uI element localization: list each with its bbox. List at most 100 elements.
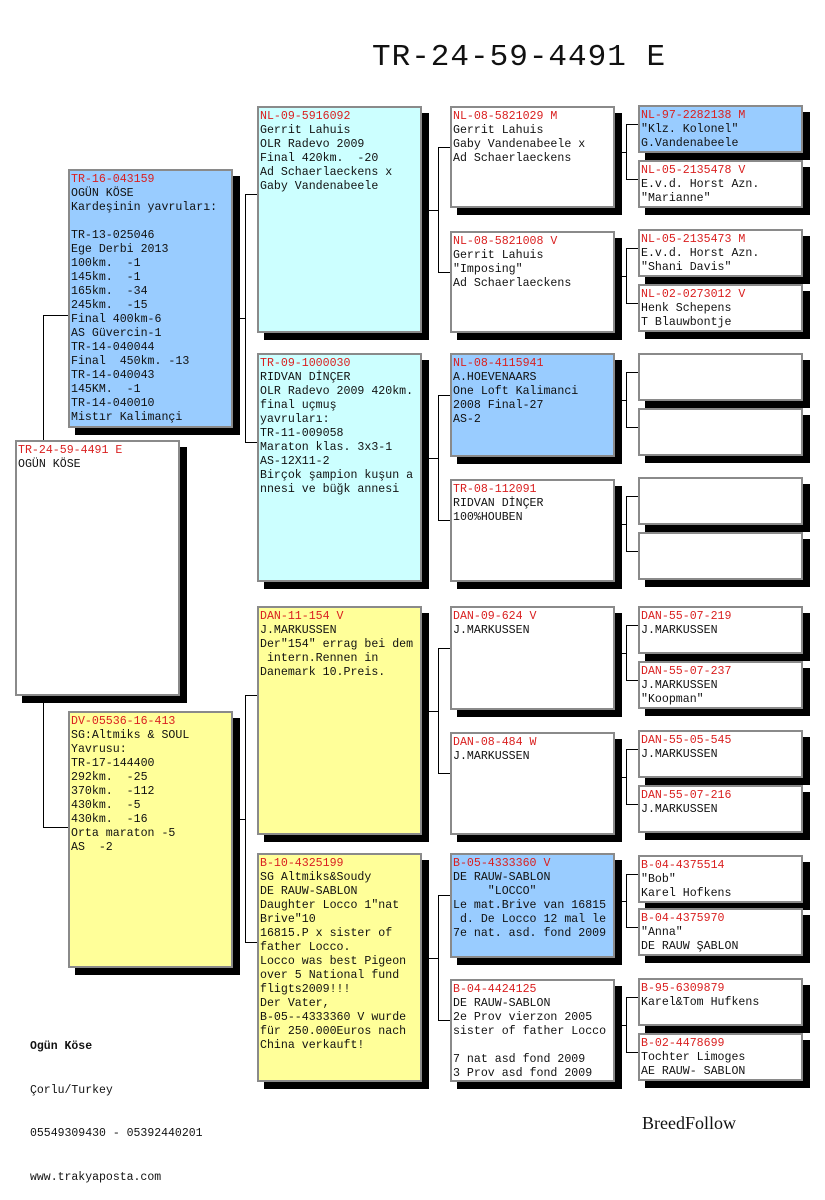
ring-number: NL-08-5821008 V bbox=[453, 235, 558, 248]
connector-line bbox=[245, 194, 246, 442]
pedigree-line: Locco was best Pigeon bbox=[260, 955, 407, 968]
pedigree-line: Ad Schaerlaeckens bbox=[453, 277, 572, 290]
ring-number: DAN-55-07-216 bbox=[641, 789, 732, 802]
pedigree-line: Daughter Locco 1"nat bbox=[260, 899, 400, 912]
pedigree-box-sdss[interactable] bbox=[638, 353, 803, 401]
pedigree-line: "Klz. Kolonel" bbox=[641, 123, 739, 136]
connector-line bbox=[626, 248, 638, 249]
pedigree-line: Birçok şampion kuşun a bbox=[260, 469, 414, 482]
connector-line bbox=[626, 372, 627, 427]
pedigree-line: DE RAUW-SABLON bbox=[453, 997, 551, 1010]
ring-number: B-95-6309879 bbox=[641, 982, 725, 995]
pedigree-box-ddss[interactable]: B-04-4375514"Bob"Karel Hofkens bbox=[638, 855, 803, 903]
ring-number: NL-02-0273012 V bbox=[641, 288, 746, 301]
page-title: TR-24-59-4491 E bbox=[372, 40, 667, 75]
pedigree-box-sddd[interactable] bbox=[638, 532, 803, 580]
connector-line bbox=[615, 901, 626, 902]
connector-line bbox=[233, 819, 245, 820]
ring-number: DAN-08-484 W bbox=[453, 736, 537, 749]
pedigree-line: E.v.d. Horst Azn. bbox=[641, 178, 760, 191]
ring-number: NL-08-4115941 bbox=[453, 357, 544, 370]
ring-number: TR-08-112091 bbox=[453, 483, 537, 496]
brand-logo: BreedFollow bbox=[642, 1113, 736, 1133]
connector-line bbox=[615, 152, 626, 153]
ring-number: NL-09-5916092 bbox=[260, 110, 351, 123]
ring-number: B-05-4333360 V bbox=[453, 857, 551, 870]
pedigree-line: father Locco. bbox=[260, 941, 351, 954]
connector-line bbox=[626, 997, 627, 1052]
pedigree-line: 165km. -34 bbox=[71, 285, 148, 298]
owner-website[interactable]: www.trakyaposta.com bbox=[30, 1170, 162, 1184]
pedigree-line: sister of father Locco bbox=[453, 1025, 607, 1038]
ring-number: B-04-4424125 bbox=[453, 983, 537, 996]
pedigree-line: J.MARKUSSEN bbox=[453, 624, 530, 637]
connector-line bbox=[438, 395, 439, 520]
pedigree-line: 245km. -15 bbox=[71, 299, 148, 312]
pedigree-line: G.Vandenabeele bbox=[641, 137, 739, 150]
connector-line bbox=[615, 400, 626, 401]
connector-line bbox=[438, 147, 439, 272]
pedigree-line: 370km. -112 bbox=[71, 785, 155, 798]
pedigree-line: 292km. -25 bbox=[71, 771, 148, 784]
pedigree-line: 145KM. -1 bbox=[71, 383, 141, 396]
pedigree-box-sdds[interactable] bbox=[638, 477, 803, 525]
connector-line bbox=[438, 648, 439, 773]
connector-line bbox=[233, 318, 245, 319]
pedigree-line: "Marianne" bbox=[641, 192, 711, 205]
pedigree-line: 430km. -5 bbox=[71, 799, 141, 812]
connector-line bbox=[245, 442, 257, 443]
pedigree-line: TR-14-040044 bbox=[71, 341, 155, 354]
pedigree-line: 7 nat asd fond 2009 bbox=[453, 1053, 586, 1066]
pedigree-line: DE RAUW ŞABLON bbox=[641, 940, 739, 953]
pedigree-line: RIDVAN DİNÇER bbox=[453, 497, 544, 510]
pedigree-line: "Imposing" bbox=[453, 263, 523, 276]
connector-line bbox=[245, 695, 246, 942]
connector-line bbox=[422, 210, 438, 211]
connector-line bbox=[626, 427, 638, 428]
connector-line bbox=[626, 874, 627, 927]
pedigree-line: 7e nat. asd. fond 2009 bbox=[453, 927, 607, 940]
connector-line bbox=[626, 927, 638, 928]
pedigree-line: SG Altmiks&Soudy bbox=[260, 871, 372, 884]
pedigree-line: Brive"10 bbox=[260, 913, 316, 926]
ring-number: DAN-11-154 V bbox=[260, 610, 344, 623]
ring-number: NL-08-5821029 M bbox=[453, 110, 558, 123]
pedigree-box-ddsd[interactable]: B-04-4375970"Anna"DE RAUW ŞABLON bbox=[638, 908, 803, 956]
pedigree-box-ssss[interactable]: NL-97-2282138 M"Klz. Kolonel"G.Vandenabe… bbox=[638, 105, 803, 153]
pedigree-line: Final 420km. -20 bbox=[260, 152, 379, 165]
connector-line bbox=[422, 711, 438, 712]
pedigree-line bbox=[71, 215, 230, 229]
pedigree-line: OLR Radevo 2009 420km. bbox=[260, 385, 414, 398]
pedigree-line: AE RAUW- SABLON bbox=[641, 1065, 746, 1078]
pedigree-line: "LOCCO" bbox=[453, 885, 537, 898]
pedigree-line: Maraton klas. 3x3-1 bbox=[260, 441, 393, 454]
pedigree-box-sdsd[interactable] bbox=[638, 408, 803, 456]
pedigree-line: J.MARKUSSEN bbox=[641, 624, 718, 637]
connector-line bbox=[626, 124, 627, 179]
owner-city: Çorlu/Turkey bbox=[30, 1083, 113, 1097]
